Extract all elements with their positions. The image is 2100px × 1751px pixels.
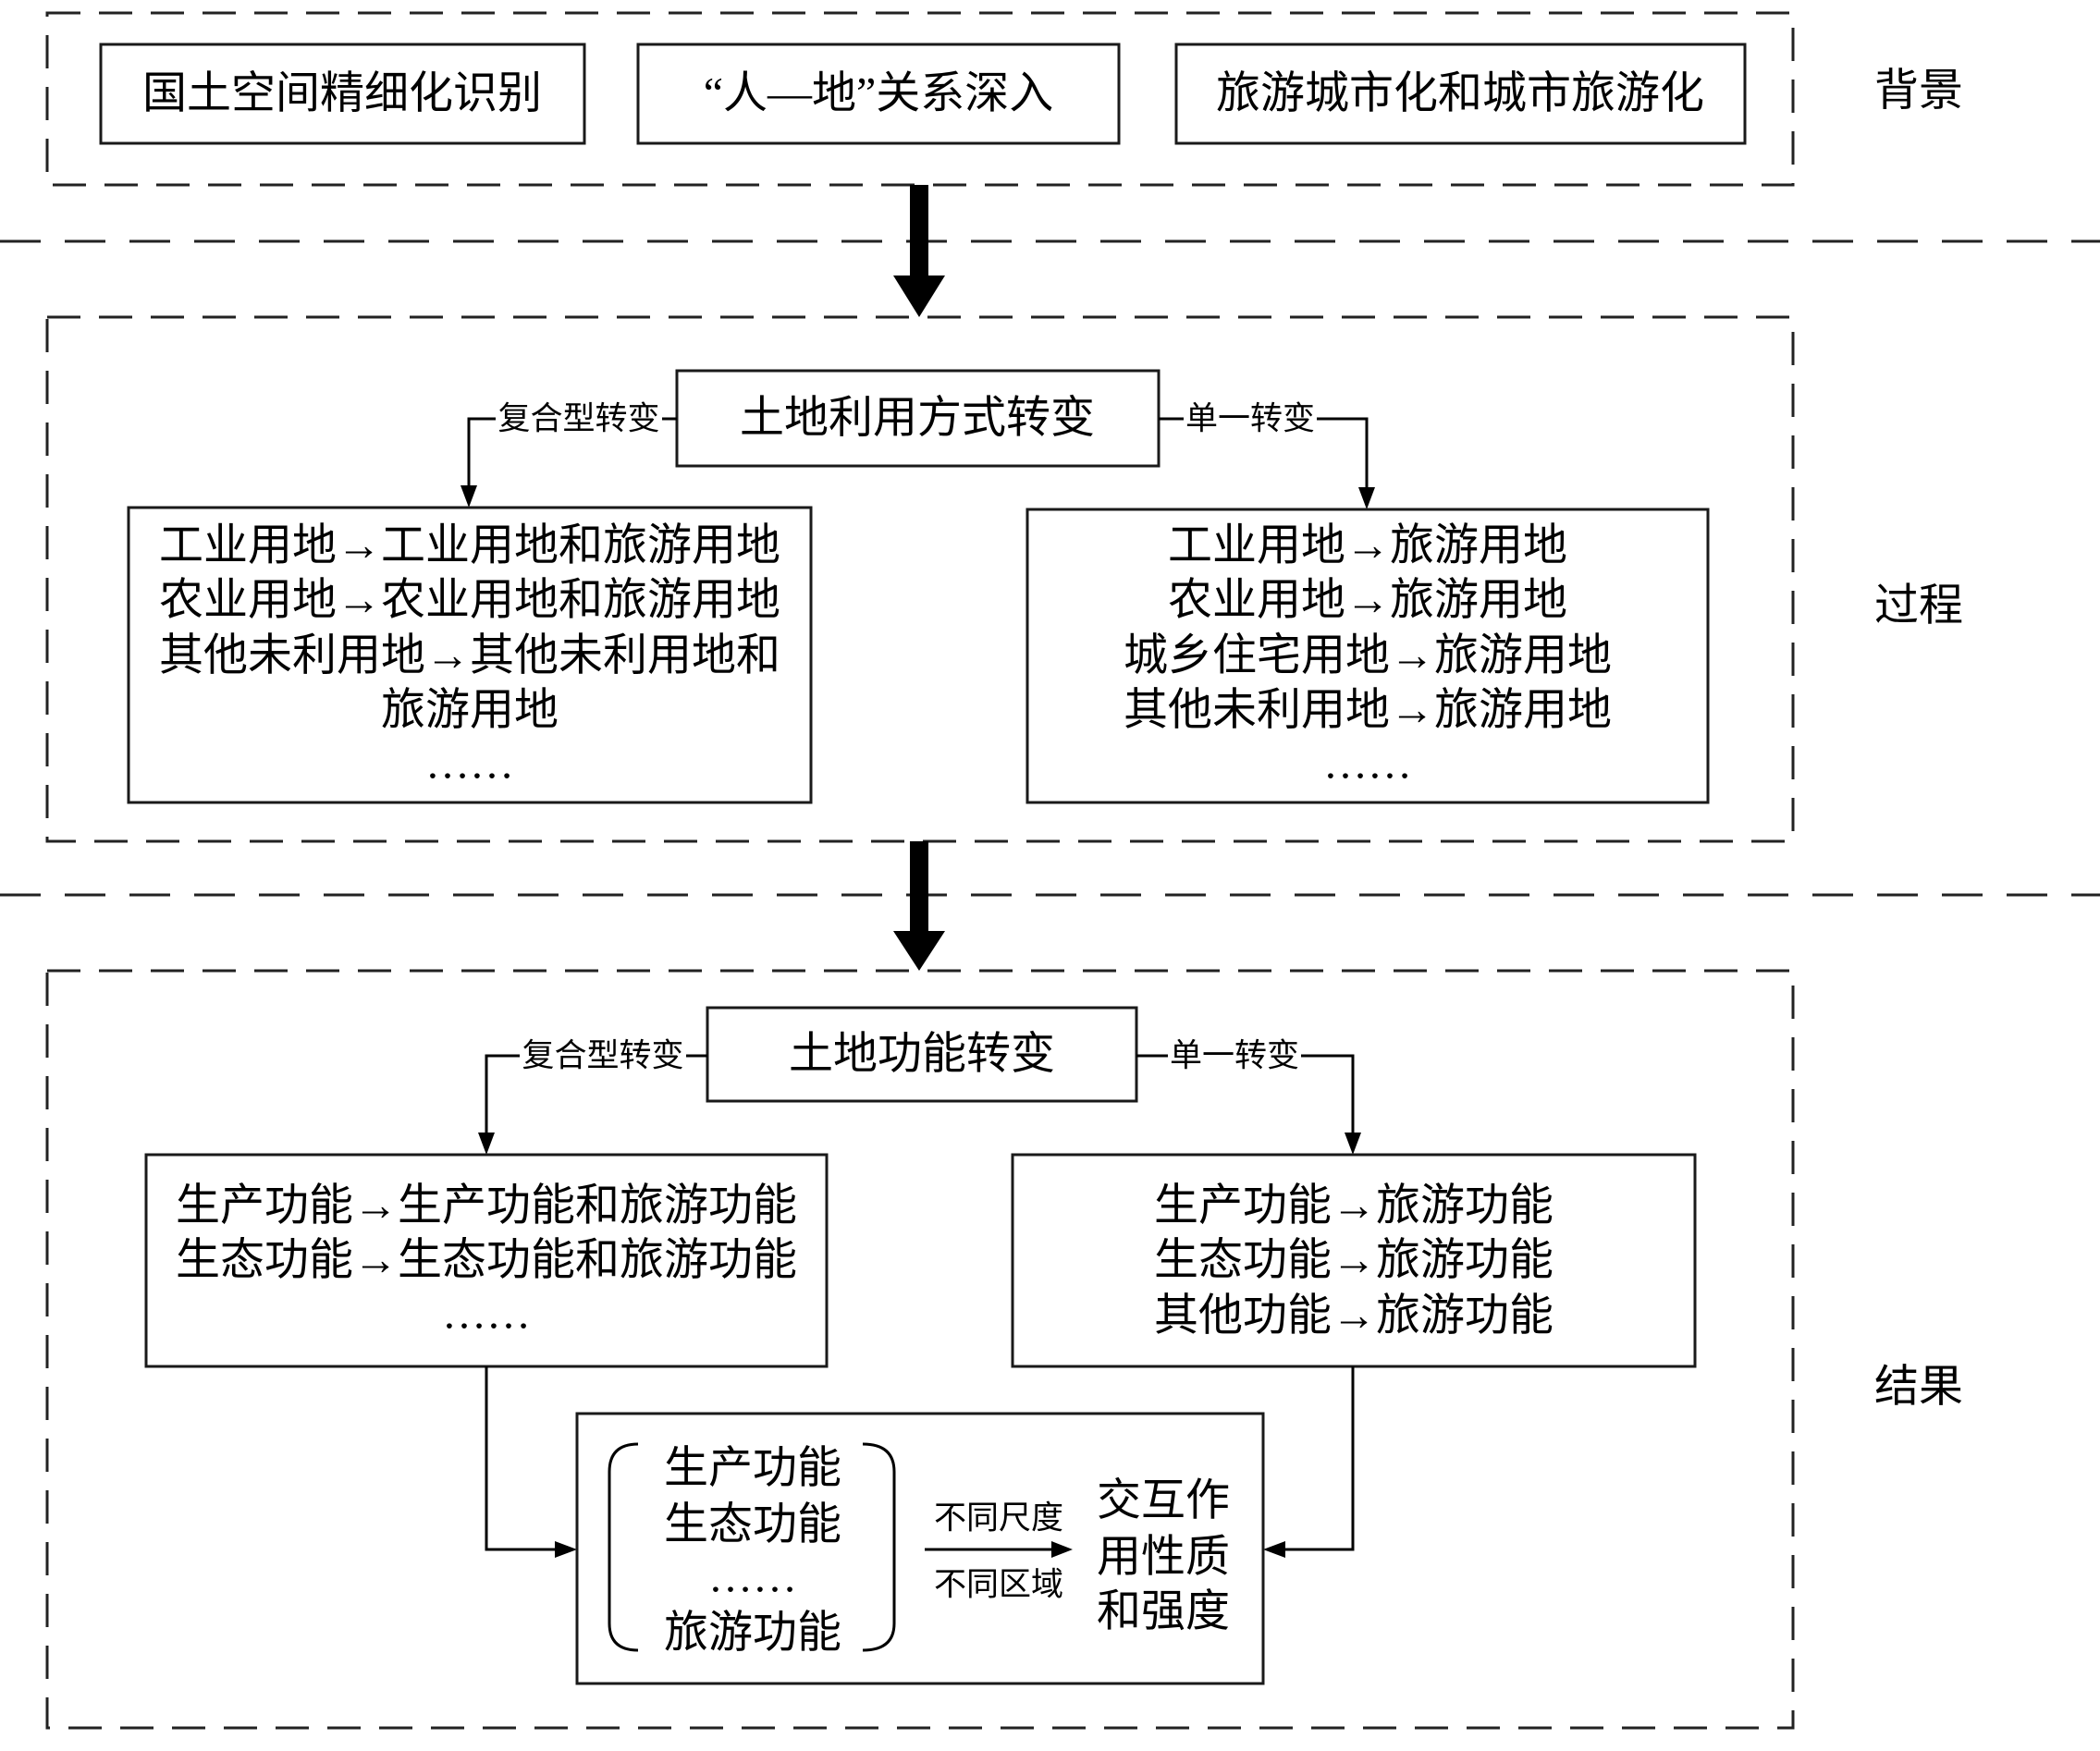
background-item-box: [99, 43, 586, 145]
process-compound-line: 其他未利用地→其他未利用地和: [159, 631, 780, 680]
background-item-box: [636, 43, 1121, 145]
process-single-line: 其他未利用地→旅游用地: [1124, 686, 1612, 735]
synthesis-box: [575, 1412, 1265, 1685]
result-left-branch-label: 复合型转变: [522, 1038, 683, 1074]
process-single-line: ……: [1323, 740, 1412, 789]
process-left-connector: [467, 417, 496, 486]
section-label-background: 背景: [1874, 67, 1963, 116]
functions-right-bracket: [862, 1442, 896, 1652]
process-compound-box: [127, 506, 813, 804]
result-right-branch-label: 单一转变: [1170, 1038, 1299, 1074]
scale-arrow-bottom-label: 不同区域: [934, 1567, 1063, 1603]
result-center-text: 土地功能转变: [789, 1030, 1055, 1079]
process-section: 土地利用方式转变 复合型转变 单一转变 工业用地→工业用地和旅游用地 农业用地→…: [45, 315, 1963, 843]
process-center-text: 土地利用方式转变: [740, 394, 1095, 443]
process-single-line: 工业用地→旅游用地: [1168, 521, 1567, 570]
stage-arrow-process-to-result: [893, 841, 945, 971]
section-label-result: 结果: [1874, 1363, 1963, 1412]
process-compound-line: 工业用地→工业用地和旅游用地: [159, 521, 780, 570]
process-single-line: 城乡住宅用地→旅游用地: [1124, 631, 1612, 680]
result-section-frame: [45, 969, 1795, 1730]
synthesis-left-connector: [485, 1366, 556, 1551]
functions-left-bracket: [608, 1442, 639, 1652]
result-single-line: 其他功能→旅游功能: [1154, 1292, 1554, 1341]
process-center-box: [675, 369, 1161, 468]
scale-arrowhead: [1051, 1541, 1073, 1558]
process-left-branch-label: 复合型转变: [497, 401, 659, 437]
background-section: 国土空间精细化识别 “人—地”关系深入 旅游城市化和城市旅游化 背景: [45, 11, 1963, 187]
process-right-arrowhead: [1358, 487, 1375, 509]
background-item-text: 国土空间精细化识别: [142, 69, 542, 118]
process-single-box: [1025, 508, 1710, 804]
synthesis-left-arrowhead: [555, 1541, 577, 1558]
process-compound-line: 农业用地→农业用地和旅游用地: [159, 576, 780, 625]
process-compound-line: 旅游用地: [381, 686, 559, 735]
result-right-connector: [1301, 1054, 1355, 1133]
outcome-line: 和强度: [1097, 1587, 1230, 1636]
result-left-connector: [485, 1054, 520, 1133]
result-compound-box: [144, 1153, 829, 1368]
synthesis-right-arrowhead: [1263, 1541, 1285, 1558]
process-single-line: 农业用地→旅游用地: [1168, 576, 1567, 625]
result-compound-line: 生产功能→生产功能和旅游功能: [176, 1182, 797, 1231]
background-section-frame: [45, 11, 1795, 187]
outcome-line: 用性质: [1097, 1533, 1230, 1582]
function-item: 生态功能: [664, 1500, 841, 1549]
process-compound-line: ……: [425, 740, 514, 789]
process-right-branch-label: 单一转变: [1185, 401, 1315, 437]
background-item-text: “人—地”关系深入: [704, 69, 1054, 118]
background-item-box: [1174, 43, 1747, 145]
process-left-arrowhead: [461, 485, 477, 508]
process-right-connector: [1317, 417, 1369, 488]
result-center-box: [706, 1006, 1138, 1103]
result-left-arrowhead: [478, 1133, 495, 1155]
result-right-arrowhead: [1345, 1133, 1361, 1155]
function-item: 旅游功能: [664, 1609, 841, 1658]
result-single-line: 生产功能→旅游功能: [1154, 1182, 1554, 1231]
scale-arrow-top-label: 不同尺度: [934, 1500, 1063, 1537]
result-compound-line: 生态功能→生态功能和旅游功能: [176, 1236, 797, 1285]
section-label-process: 过程: [1874, 582, 1963, 631]
outcome-line: 交互作: [1097, 1476, 1230, 1525]
result-compound-line: ……: [442, 1290, 531, 1339]
process-section-frame: [45, 315, 1795, 843]
result-section: 土地功能转变 复合型转变 单一转变 生产功能→生产功能和旅游功能 生态功能→生态…: [45, 969, 1963, 1730]
function-item: ……: [708, 1553, 797, 1602]
stage-arrow-background-to-process: [893, 185, 945, 317]
background-item-text: 旅游城市化和城市旅游化: [1216, 69, 1704, 118]
result-single-line: 生态功能→旅游功能: [1154, 1236, 1554, 1285]
synthesis-right-connector: [1284, 1366, 1355, 1551]
function-item: 生产功能: [664, 1444, 841, 1493]
